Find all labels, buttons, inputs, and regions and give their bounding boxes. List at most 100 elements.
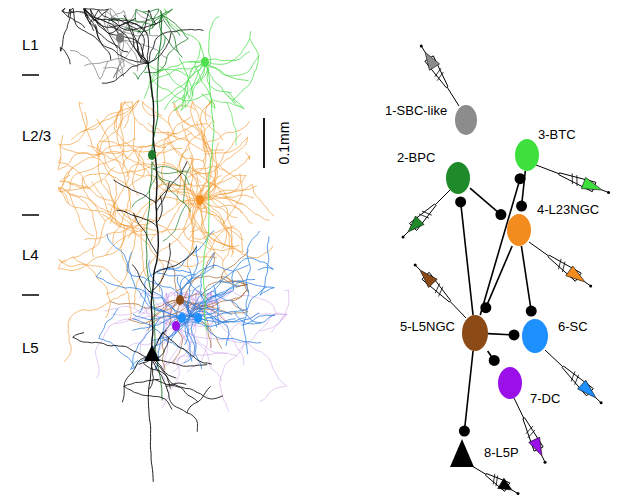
electrode-fill bbox=[420, 270, 437, 288]
synapse-dot bbox=[455, 196, 466, 207]
somata bbox=[116, 33, 209, 361]
synaptic-connection bbox=[516, 171, 527, 212]
electrode-mark bbox=[493, 474, 495, 485]
soma bbox=[176, 295, 184, 305]
synapse-dot bbox=[495, 209, 506, 220]
electrode-tip bbox=[435, 190, 450, 205]
neuron-arbor bbox=[180, 274, 195, 296]
neuron-arbor bbox=[281, 290, 289, 320]
recording-electrode bbox=[414, 263, 466, 318]
synaptic-connection bbox=[488, 329, 520, 340]
neuron-arbor bbox=[95, 19, 162, 30]
neuron-arbor bbox=[144, 364, 198, 402]
cell-label: 3-BTC bbox=[538, 128, 576, 141]
electrode-mark bbox=[496, 476, 498, 487]
cell-shape bbox=[455, 105, 477, 135]
electrode-tip bbox=[450, 301, 466, 318]
neuron-arbor bbox=[160, 15, 179, 52]
layer-label: L4 bbox=[22, 247, 39, 262]
soma bbox=[194, 313, 202, 323]
electrode-end bbox=[517, 492, 520, 495]
cell-label: 8-L5P bbox=[484, 446, 519, 459]
layer-tick bbox=[22, 214, 39, 216]
neuron-arbor bbox=[154, 247, 197, 274]
layer-label: L1 bbox=[22, 37, 39, 52]
neuron-arbor bbox=[189, 52, 250, 62]
cell-body: 7-DC bbox=[498, 367, 522, 399]
electrode-mark bbox=[559, 259, 562, 269]
neuron-arbor bbox=[177, 149, 193, 205]
neuron-arbor bbox=[132, 173, 157, 207]
neuron-arbor bbox=[157, 273, 202, 298]
electrode-mark bbox=[576, 175, 577, 186]
electrode-end bbox=[589, 285, 592, 288]
neuron-arbor bbox=[246, 231, 259, 309]
neuron-arbor bbox=[235, 312, 275, 325]
neuron-arbor bbox=[102, 63, 148, 83]
cell-shape bbox=[455, 105, 477, 135]
synaptic-connection bbox=[455, 196, 473, 315]
electrode-tip bbox=[545, 350, 563, 367]
electrode-mark bbox=[438, 287, 442, 297]
neuron-arbor bbox=[248, 343, 286, 402]
electrode-mark bbox=[528, 430, 535, 438]
neuron-arbor bbox=[145, 38, 188, 72]
connector-line bbox=[480, 179, 520, 315]
electrode-tip bbox=[472, 466, 486, 474]
neuron-arbor bbox=[147, 63, 187, 75]
synapse-dot bbox=[480, 302, 491, 313]
neuron-arbor bbox=[148, 64, 158, 350]
cell-shape bbox=[498, 367, 522, 399]
neuron-arbor bbox=[60, 9, 70, 64]
neuron-arbor bbox=[79, 102, 123, 165]
electrode-fill bbox=[425, 52, 440, 70]
soma bbox=[172, 321, 180, 331]
neuron-arbor bbox=[132, 265, 152, 294]
cell-label: 5-L5NGC bbox=[400, 320, 455, 333]
neuron-arbor bbox=[138, 15, 162, 33]
neuron-arbor bbox=[239, 313, 287, 350]
neuron-arbor bbox=[220, 342, 245, 411]
neuron-arbor bbox=[71, 106, 133, 140]
neuron-arbor bbox=[187, 286, 200, 316]
electrode-mark bbox=[526, 426, 533, 434]
neuron-arbor bbox=[60, 175, 91, 189]
neuron-arbor bbox=[205, 62, 248, 81]
electrode-mark bbox=[562, 262, 565, 272]
electrode-mark bbox=[571, 371, 575, 381]
electrode-mark bbox=[435, 283, 439, 293]
neuron-arbor bbox=[70, 51, 108, 80]
neuron-arbor bbox=[153, 167, 189, 185]
scale-label: 0.1mm bbox=[277, 122, 291, 165]
neuron-arbor bbox=[162, 15, 188, 39]
neuron-arbor bbox=[60, 190, 137, 231]
synapse-dot bbox=[509, 329, 520, 340]
neuron-arbor bbox=[163, 205, 186, 241]
electrode-tip bbox=[514, 398, 524, 418]
electrode-mark bbox=[435, 68, 441, 77]
synapse-dot bbox=[516, 201, 527, 212]
electrode-end bbox=[414, 263, 417, 266]
connector-line bbox=[470, 188, 501, 214]
electrode-tip bbox=[536, 165, 559, 174]
neuron-arbor bbox=[220, 250, 248, 281]
neuron-arbor bbox=[139, 269, 191, 313]
cell-label: 4-L23NGC bbox=[537, 203, 599, 216]
electrode-mark bbox=[575, 375, 579, 385]
neuron-arbor bbox=[68, 168, 115, 189]
synapse-dot bbox=[459, 426, 470, 437]
electrode-fill bbox=[498, 478, 512, 490]
neuron-arbor bbox=[85, 9, 128, 52]
neuron-arbor bbox=[152, 358, 207, 366]
neuron-arbor bbox=[92, 182, 147, 230]
neuron-arbor bbox=[97, 119, 131, 211]
cell-label: 6-SC bbox=[558, 320, 588, 333]
soma bbox=[144, 345, 160, 361]
cell-shape bbox=[450, 439, 474, 467]
connector-line bbox=[486, 246, 512, 308]
synaptic-connection bbox=[488, 351, 500, 366]
neuron-arbor bbox=[100, 141, 166, 147]
synaptic-connection bbox=[459, 351, 473, 437]
